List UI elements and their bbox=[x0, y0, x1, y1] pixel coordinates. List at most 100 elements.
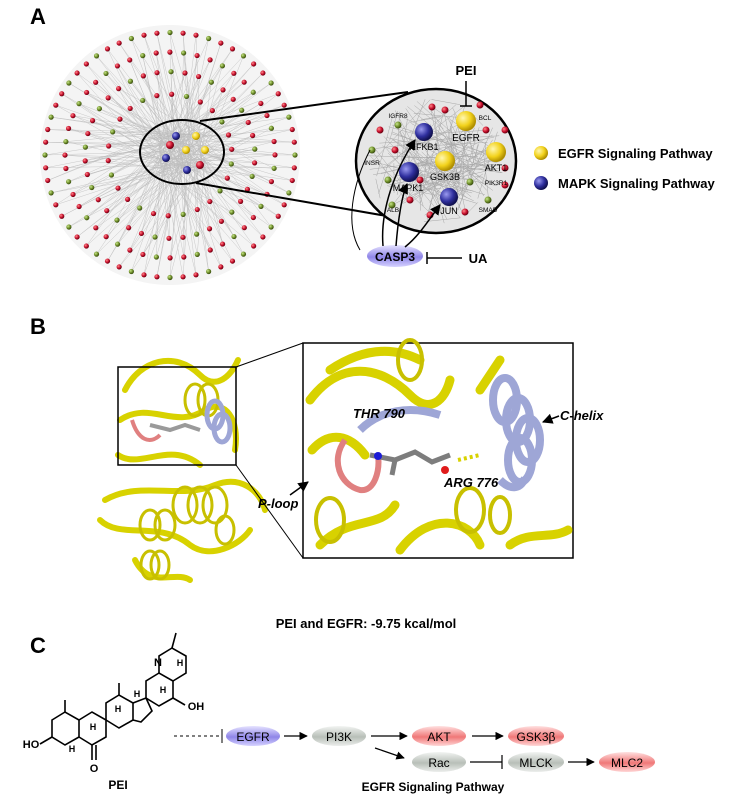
zoom-node bbox=[461, 208, 469, 216]
network-node bbox=[208, 79, 214, 85]
network-edge bbox=[95, 82, 158, 142]
network-node bbox=[195, 73, 202, 80]
network-edge bbox=[119, 118, 187, 158]
network-node bbox=[281, 102, 287, 108]
network-edge bbox=[117, 139, 164, 189]
zoom-edge bbox=[426, 129, 488, 135]
network-node bbox=[167, 29, 173, 36]
network-node bbox=[291, 139, 297, 145]
network-node bbox=[275, 91, 281, 97]
legend-egfr-label: EGFR Signaling Pathway bbox=[558, 146, 713, 161]
node-igfr8-label: IGFR8 bbox=[388, 113, 408, 120]
network-edge bbox=[170, 134, 228, 179]
network-node bbox=[140, 53, 146, 59]
network-graph bbox=[40, 25, 300, 285]
network-edge bbox=[119, 118, 179, 137]
network-edge bbox=[85, 144, 173, 148]
network-edge bbox=[166, 96, 187, 163]
network-edge bbox=[139, 144, 164, 209]
network-node bbox=[217, 188, 223, 194]
network-edge bbox=[204, 55, 244, 153]
casp3-jun-arrow bbox=[404, 204, 441, 248]
arg776-label: ARG 776 bbox=[443, 475, 499, 490]
casp3-nfkb1-arrow bbox=[381, 139, 416, 247]
network-node bbox=[286, 114, 292, 120]
network-node bbox=[206, 226, 213, 232]
network-edge bbox=[200, 148, 276, 156]
atom-oh: OH bbox=[188, 701, 205, 713]
network-edge bbox=[162, 165, 198, 210]
network-edge bbox=[117, 65, 162, 147]
network-edge bbox=[160, 72, 186, 139]
zoom-edge bbox=[452, 151, 488, 184]
network-node bbox=[219, 241, 226, 247]
network-node bbox=[194, 206, 200, 213]
network-node bbox=[59, 91, 65, 97]
network-node bbox=[154, 274, 160, 280]
node-nfkb1-label: NFKB1 bbox=[409, 142, 438, 152]
network-node bbox=[93, 53, 100, 59]
c-helix-arrow bbox=[542, 413, 560, 424]
network-node bbox=[181, 254, 187, 260]
zoom-node bbox=[501, 126, 509, 134]
network-edge bbox=[188, 147, 210, 229]
network-node bbox=[166, 235, 172, 241]
atom-h-4: H bbox=[115, 704, 122, 714]
network-node bbox=[229, 209, 235, 215]
panel-c-label: C bbox=[30, 633, 46, 658]
network-node bbox=[76, 203, 82, 210]
node-egfr-label: EGFR bbox=[452, 133, 480, 144]
network-node bbox=[268, 178, 275, 185]
network-edge bbox=[118, 88, 207, 137]
network-edge bbox=[166, 110, 242, 164]
network-node bbox=[229, 258, 236, 264]
network-edge bbox=[118, 88, 160, 164]
pathway: EGFR PI3K AKT GSK3β Rac MLCK MLC2 bbox=[226, 726, 655, 772]
pathway-mlck-label: MLCK bbox=[519, 756, 552, 770]
network-edge bbox=[86, 170, 171, 247]
atom-ho: HO bbox=[23, 739, 40, 751]
zoom-connector-bottom bbox=[195, 182, 405, 220]
zoom-edge bbox=[449, 125, 468, 192]
network-edge bbox=[170, 71, 175, 137]
network-node bbox=[48, 190, 54, 196]
legend-egfr-swatch bbox=[534, 146, 548, 160]
arrow-pi3k-rac bbox=[374, 747, 405, 760]
network-node bbox=[85, 130, 91, 137]
zoom-edge bbox=[399, 99, 426, 167]
zoom-edge bbox=[403, 177, 473, 194]
network-node bbox=[125, 196, 131, 202]
network-hub-node bbox=[166, 141, 174, 149]
network-edge bbox=[127, 152, 185, 200]
network-node bbox=[167, 49, 173, 55]
legend: EGFR Signaling Pathway MAPK Signaling Pa… bbox=[534, 146, 716, 191]
node-rac-pill bbox=[412, 752, 466, 772]
p-loop-arrow bbox=[289, 481, 309, 496]
network-node bbox=[218, 218, 225, 224]
zoom-edge bbox=[423, 217, 461, 222]
network-node bbox=[140, 97, 146, 104]
pathway-gsk3b-label: GSK3β bbox=[517, 730, 556, 744]
network-node bbox=[260, 234, 266, 240]
zoom-edge bbox=[455, 125, 468, 204]
protein-structure-full bbox=[97, 357, 268, 583]
network-node bbox=[53, 202, 59, 208]
network-node bbox=[63, 139, 69, 145]
network-node bbox=[183, 93, 190, 100]
zoom-edge bbox=[390, 138, 468, 198]
network-edge bbox=[170, 155, 211, 251]
network-node bbox=[180, 274, 186, 280]
network-edge bbox=[143, 75, 176, 143]
zoom-node bbox=[482, 126, 490, 134]
thr790-label: THR 790 bbox=[353, 406, 406, 421]
zoom-node bbox=[484, 196, 492, 204]
casp3-mapk1-arrow bbox=[395, 183, 408, 247]
network-node bbox=[115, 185, 121, 191]
zoom-edge bbox=[391, 131, 442, 153]
network-edge bbox=[169, 32, 206, 155]
network-node bbox=[252, 160, 258, 166]
network-node bbox=[180, 234, 186, 240]
node-jun-label: JUN bbox=[440, 206, 458, 216]
network-node bbox=[140, 73, 146, 79]
zoom-edge bbox=[401, 118, 408, 161]
